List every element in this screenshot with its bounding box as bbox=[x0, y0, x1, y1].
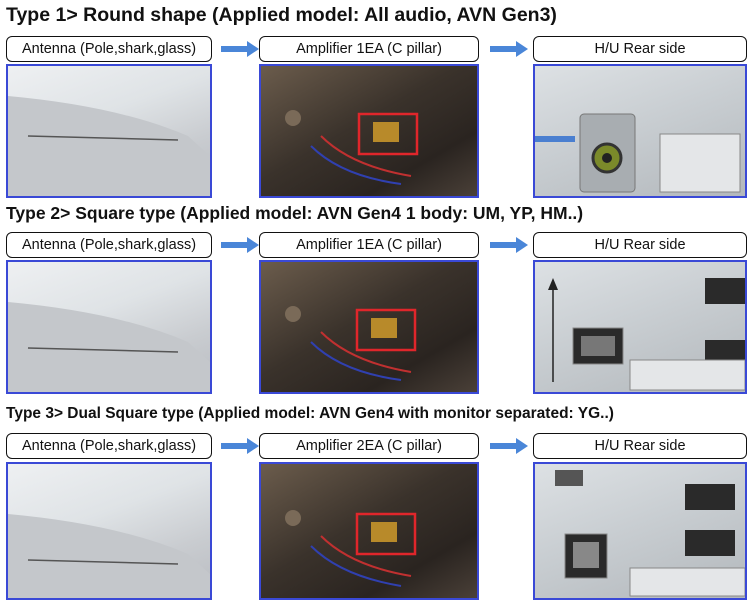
arrow-icon bbox=[221, 438, 259, 454]
row-3-amplifier-label: Amplifier 2EA (C pillar) bbox=[259, 433, 479, 459]
row-1-antenna-label: Antenna (Pole,shark,glass) bbox=[6, 36, 212, 62]
row-1-hu-photo bbox=[533, 64, 747, 198]
row-2-antenna-photo bbox=[6, 260, 212, 394]
row-2-antenna-label: Antenna (Pole,shark,glass) bbox=[6, 232, 212, 258]
arrow-icon bbox=[490, 438, 528, 454]
row-3-antenna-label: Antenna (Pole,shark,glass) bbox=[6, 433, 212, 459]
row-3-amplifier-photo bbox=[259, 462, 479, 600]
row-1-antenna-photo bbox=[6, 64, 212, 198]
arrow-icon bbox=[221, 237, 259, 253]
row-2-amplifier-photo bbox=[259, 260, 479, 394]
arrow-icon bbox=[490, 237, 528, 253]
row-1-amplifier-label: Amplifier 1EA (C pillar) bbox=[259, 36, 479, 62]
row-1-amplifier-photo bbox=[259, 64, 479, 198]
arrow-icon bbox=[490, 41, 528, 57]
row-2-heading: Type 2> Square type (Applied model: AVN … bbox=[6, 203, 584, 223]
row-3-hu-photo bbox=[533, 462, 747, 600]
row-3-heading: Type 3> Dual Square type (Applied model:… bbox=[6, 405, 614, 422]
row-3-antenna-photo bbox=[6, 462, 212, 600]
row-1-heading: Type 1> Round shape (Applied model: All … bbox=[6, 4, 557, 26]
row-2-amplifier-label: Amplifier 1EA (C pillar) bbox=[259, 232, 479, 258]
row-2-hu-photo bbox=[533, 260, 747, 394]
row-1-hu-label: H/U Rear side bbox=[533, 36, 747, 62]
row-3-hu-label: H/U Rear side bbox=[533, 433, 747, 459]
arrow-icon bbox=[221, 41, 259, 57]
row-2-hu-label: H/U Rear side bbox=[533, 232, 747, 258]
